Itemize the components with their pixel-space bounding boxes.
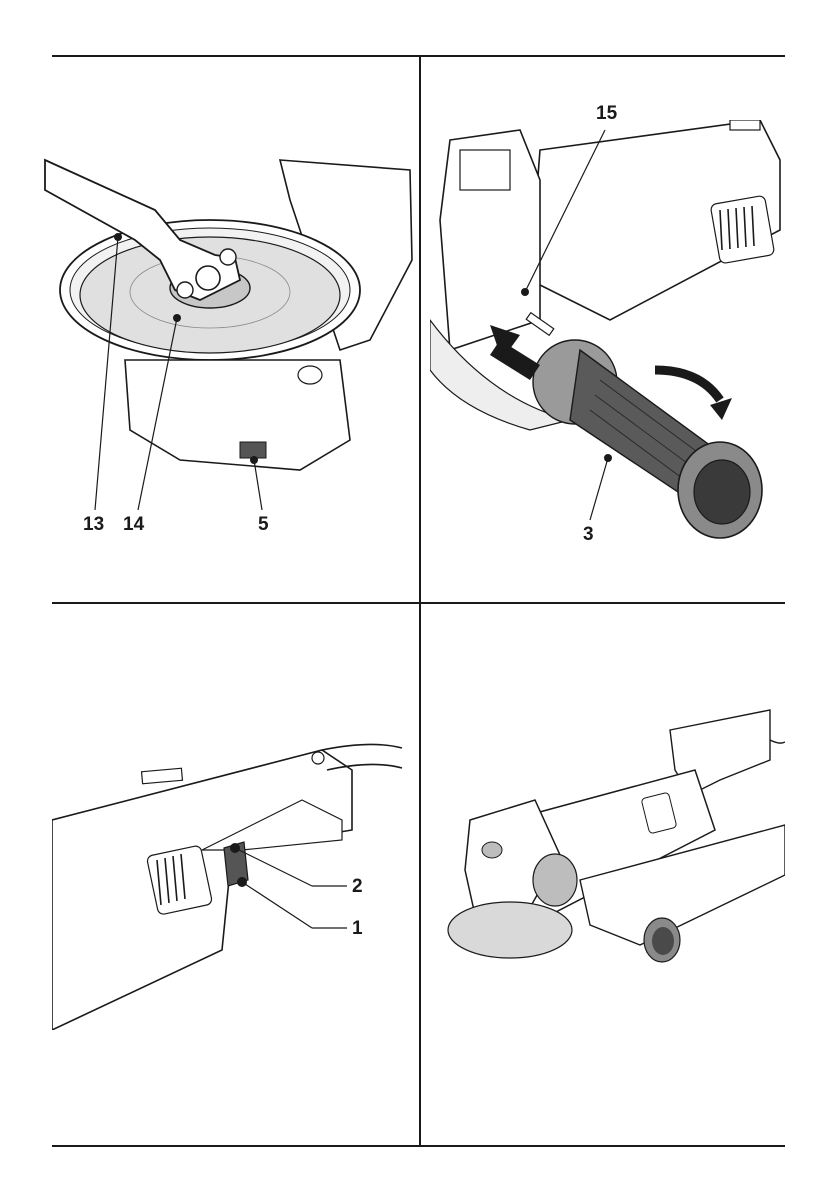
figure-d-illustration — [440, 700, 785, 980]
figure-d — [440, 700, 785, 980]
figure-b-illustration — [430, 120, 790, 560]
callout-14: 14 — [123, 515, 144, 534]
figure-b — [430, 120, 790, 560]
figure-a-illustration — [40, 140, 418, 560]
callout-15: 15 — [596, 104, 617, 123]
vertical-divider — [419, 55, 421, 1146]
callout-3: 3 — [583, 525, 594, 544]
callout-1: 1 — [352, 919, 363, 938]
figure-a — [40, 140, 418, 560]
callout-5: 5 — [258, 515, 269, 534]
callout-13: 13 — [83, 515, 104, 534]
callout-2: 2 — [352, 877, 363, 896]
